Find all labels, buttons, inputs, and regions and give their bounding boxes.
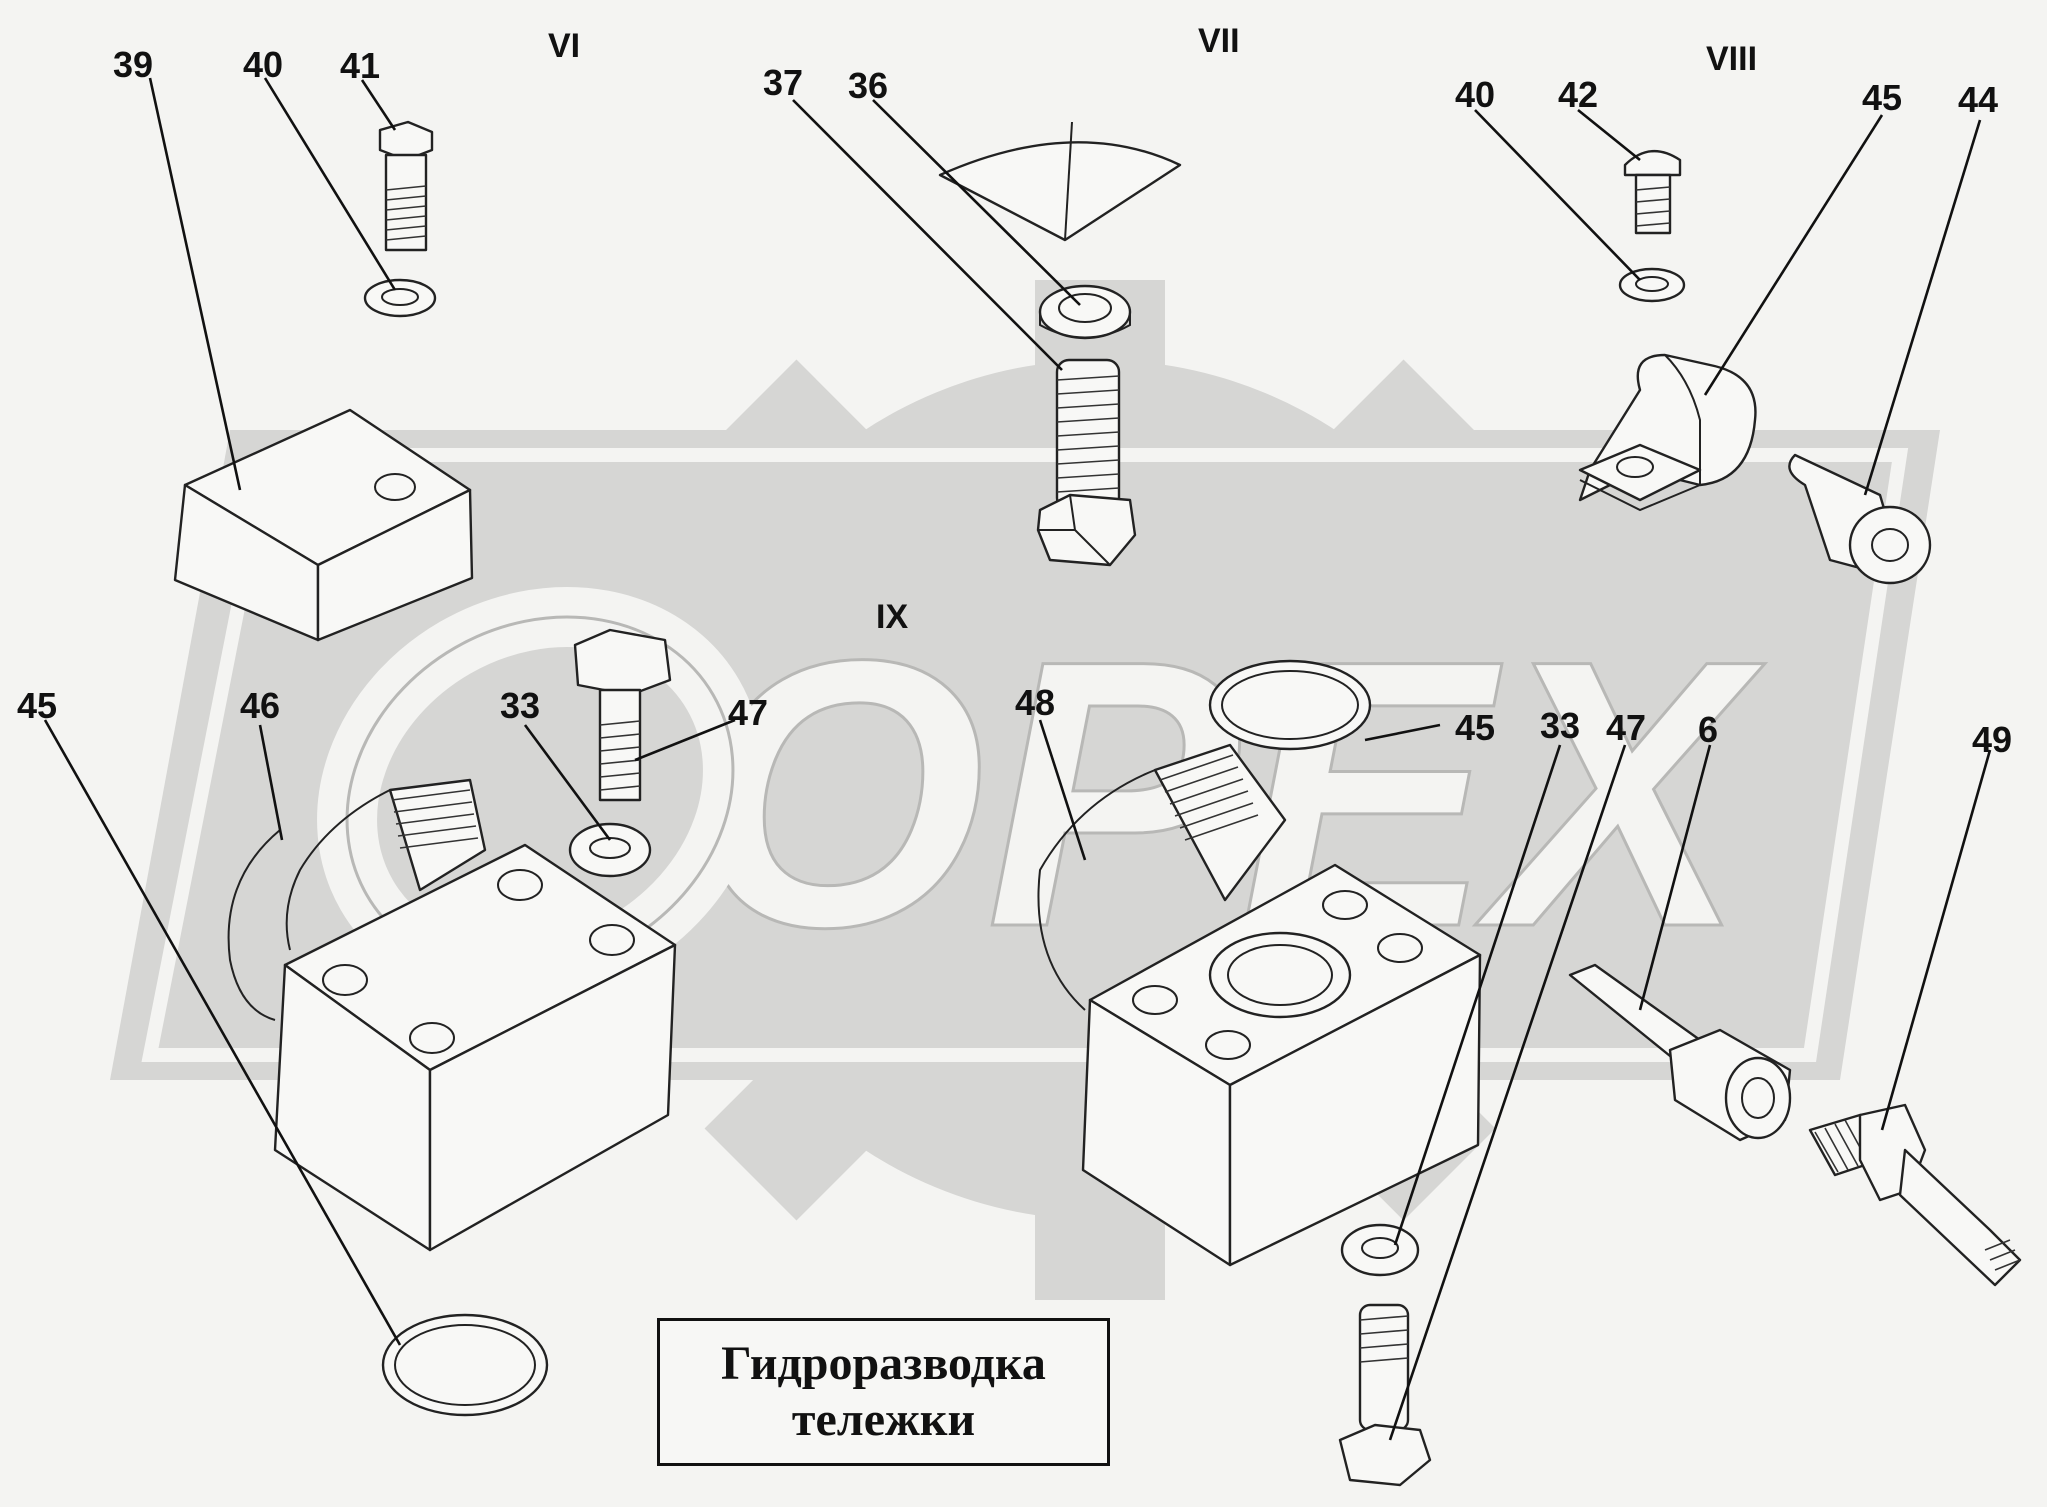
watermark-band-outline [141,448,1909,1062]
view-label-viii: VIII [1706,40,1757,78]
callout-39: 39 [113,44,153,85]
part-40-washer-viii [1618,267,1686,303]
part-42-screw [1623,149,1682,235]
callout-6: 6 [1698,709,1718,750]
callout-47-left: 47 [728,692,768,733]
part-wedge-cap [938,121,1182,242]
callout-37: 37 [763,62,803,103]
callout-45-mid: 45 [1455,707,1495,748]
diagram-title-box: Гидроразводка тележки [657,1318,1110,1466]
callout-45-viii: 45 [1862,77,1902,118]
part-33-washer-left [568,822,652,878]
callout-45-left: 45 [17,685,57,726]
callout-40-vi: 40 [243,44,283,85]
part-36-washer [1038,284,1132,340]
part-47-bolt-right [1338,1303,1432,1487]
part-40-washer-vi [363,278,437,318]
part-33-washer-right [1340,1223,1420,1277]
callout-40-viii: 40 [1455,74,1495,115]
callout-46: 46 [240,685,280,726]
part-45-clamp [1578,353,1757,512]
part-41-bolt [378,120,434,252]
part-37-bolt [1036,358,1137,567]
callout-33-left: 33 [500,685,540,726]
part-45-ring-mid [1208,659,1372,751]
callout-36: 36 [848,65,888,106]
callout-41: 41 [340,45,380,86]
part-49-fitting [1808,1103,2022,1287]
view-label-vii: VII [1198,22,1240,60]
part-46-block-left [227,778,677,1252]
view-label-vi: VI [548,27,580,65]
callout-48: 48 [1015,682,1055,723]
part-45-ring-left [381,1313,549,1417]
callout-33-right: 33 [1540,705,1580,746]
callout-44: 44 [1958,79,1998,120]
callout-47-right: 47 [1606,707,1646,748]
callout-49: 49 [1972,719,2012,760]
part-44-sleeve [1788,453,1932,585]
diagram-title-line1: Гидроразводка [721,1337,1046,1390]
part-39-block [173,408,474,642]
part-6-fitting [1568,963,1792,1142]
part-48-block-right [1037,743,1482,1267]
part-47-bolt-left [573,628,672,802]
diagram-title-line2: тележки [791,1393,976,1446]
callout-42: 42 [1558,74,1598,115]
leader-lines [43,77,1992,1441]
view-label-ix: IX [876,598,908,636]
